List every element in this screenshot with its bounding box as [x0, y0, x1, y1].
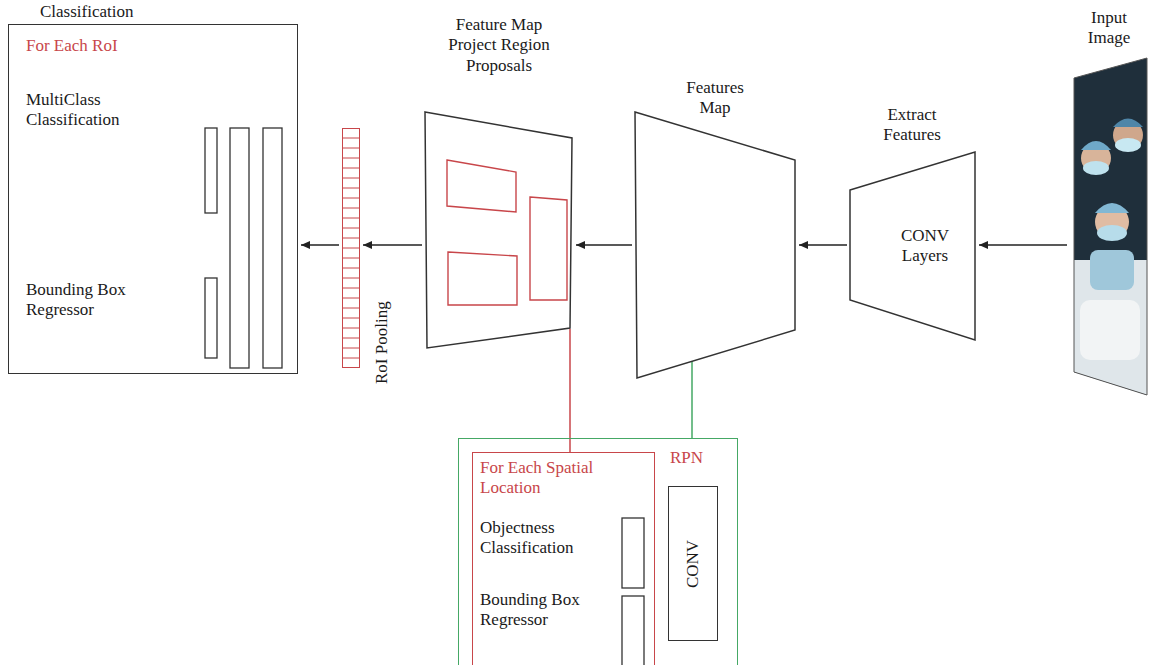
stage-heading: Extract Features: [872, 105, 952, 146]
pooling-grid: [342, 228, 360, 229]
pooling-grid: [342, 178, 360, 179]
fc-layer-bar: [622, 518, 644, 588]
pooling-grid: [342, 358, 360, 359]
link-line: [691, 361, 693, 438]
box-outline: [342, 128, 360, 368]
input-photo: [1097, 225, 1127, 241]
pooling-grid: [342, 308, 360, 309]
input-photo: [1113, 119, 1143, 128]
pooling-grid: [342, 148, 360, 149]
region-proposal: [447, 160, 516, 212]
input-photo: [1070, 50, 1150, 400]
input-photo: [1070, 50, 1150, 400]
fc-layer-bar: [230, 128, 249, 368]
input-photo: [1083, 161, 1109, 175]
head-label: Objectness Classification: [480, 518, 615, 559]
input-photo: [1080, 300, 1140, 360]
classification-box: ClassificationFor Each RoI MultiClass Cla…: [8, 2, 298, 374]
fc-layer-bar: [622, 596, 644, 665]
head-label: Bounding Box Regressor: [480, 590, 605, 631]
block-label: CONV: [683, 539, 703, 587]
photo-frame: [1074, 58, 1147, 395]
input-image: Input Image: [1070, 8, 1148, 398]
pooling-grid: [342, 238, 360, 239]
proposal-map: Feature Map Project Region Proposals: [425, 15, 573, 348]
scope-note: For Each RoI: [26, 36, 118, 56]
pooling-grid: [342, 288, 360, 289]
input-photo: [1081, 141, 1111, 150]
pooling-grid: [342, 158, 360, 159]
flow-arrow: [576, 244, 632, 246]
pooling-grid: [342, 188, 360, 189]
region-proposal: [447, 160, 567, 305]
input-photo: [1115, 138, 1141, 152]
pooling-grid: [342, 318, 360, 319]
rpn-box: RPN For Each Spatial LocationObjectness C…: [458, 438, 738, 665]
section-heading: Classification: [40, 2, 133, 22]
scope-note: For Each Spatial Location: [480, 458, 625, 499]
pooling-grid: [342, 198, 360, 199]
pooling-grid: [342, 208, 360, 209]
head-label: Bounding Box Regressor: [26, 280, 151, 321]
pooling-grid: [342, 278, 360, 279]
link-line: [569, 329, 571, 452]
pooling-grid: [342, 248, 360, 249]
fc-layer-bar: [263, 128, 282, 368]
flow-arrow: [301, 244, 339, 246]
trapezoid-outline: [635, 112, 795, 378]
flow-arrow: [363, 244, 422, 246]
region-proposal: [530, 197, 567, 300]
map-heading: Feature Map Project Region Proposals: [434, 15, 564, 76]
rpn-label: RPN: [670, 448, 703, 468]
map-heading: Features Map: [675, 78, 755, 119]
input-photo: [1090, 250, 1134, 290]
pooling-grid: [342, 338, 360, 339]
pooling-grid: [342, 348, 360, 349]
trapezoid-outline: [425, 112, 572, 348]
conv-block: Extract FeaturesCONV Layers: [850, 105, 976, 340]
box-outline: [8, 24, 298, 374]
conv-box: CONV: [668, 486, 718, 641]
pooling-grid: [342, 258, 360, 259]
trapezoid-outline: [635, 78, 796, 378]
pooling-grid: [342, 328, 360, 329]
trapezoid-outline: [850, 152, 975, 340]
pooling-grid: [342, 268, 360, 269]
fc-layer-bar: [205, 128, 644, 665]
spatial-box: For Each Spatial LocationObjectness Clas…: [472, 452, 655, 665]
roi-pooling-bar: RoI Pooling: [342, 128, 360, 368]
image-heading: Input Image: [1079, 8, 1139, 49]
input-photo: [1095, 203, 1129, 213]
feature-map: Features Map: [635, 78, 796, 378]
layer-label: RoI Pooling: [372, 301, 392, 384]
pooling-grid: [342, 138, 360, 358]
fc-layer-bar: [205, 128, 217, 213]
head-label: MultiClass Classification: [26, 90, 151, 131]
pooling-grid: [342, 138, 360, 139]
pooling-grid: [342, 168, 360, 169]
pooling-grid: [342, 218, 360, 219]
fc-layer-bar: [205, 278, 217, 358]
pooling-grid: [342, 298, 360, 299]
block-label: CONV Layers: [890, 226, 960, 267]
flow-arrow: [799, 244, 847, 246]
flow-arrow: [979, 244, 1067, 246]
region-proposal: [448, 252, 517, 305]
